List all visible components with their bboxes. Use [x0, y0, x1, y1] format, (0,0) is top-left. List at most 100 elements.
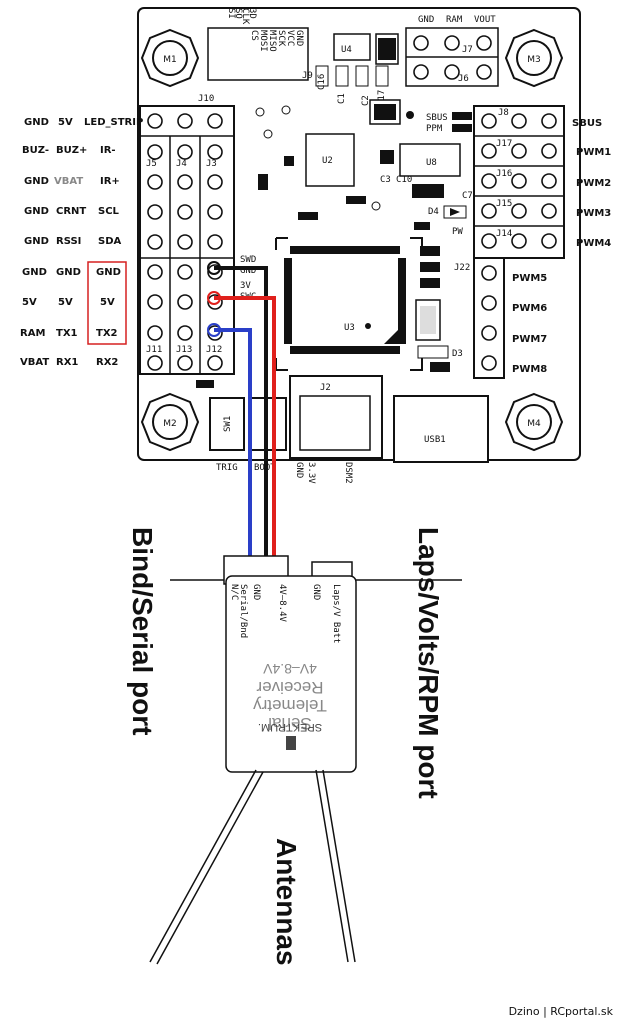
- j9-pin: SI: [226, 8, 236, 19]
- header-pin: [511, 203, 527, 219]
- header-pin: [177, 204, 193, 220]
- header-pin: [511, 143, 527, 159]
- j3-label: J3: [206, 159, 217, 169]
- header-pin: [413, 64, 429, 80]
- pin-label: PWM7: [512, 334, 547, 345]
- mount-label: M4: [527, 419, 541, 429]
- j10-label: J10: [198, 94, 214, 104]
- header-pin: [481, 265, 497, 281]
- pin-label: PWM8: [512, 364, 547, 375]
- pin-label: RX1: [56, 357, 78, 368]
- j9-connector: J9 GND VCC SCK MISO MOSI CS CLK SO SI 3D: [207, 8, 313, 81]
- pin-label: VBAT: [20, 357, 49, 368]
- usb1-label: USB1: [424, 435, 446, 445]
- pin-label: IR-: [100, 145, 116, 156]
- j8-label: J8: [498, 108, 509, 118]
- bottom-33v-label: 3.3V: [306, 462, 316, 484]
- u2-label: U2: [322, 156, 333, 166]
- u8-label: U8: [426, 158, 437, 168]
- bottom-gnd-label: GND: [294, 462, 304, 478]
- j12-label: J12: [206, 345, 222, 355]
- j9-pin: GND: [294, 30, 304, 46]
- j7-label: J7: [462, 45, 473, 55]
- left-pin-grid: [147, 113, 223, 371]
- header-pin: [481, 173, 497, 189]
- antennas-annotation: Antennas: [271, 838, 302, 966]
- pin-label: GND: [22, 267, 47, 278]
- header-pin: [481, 355, 497, 371]
- d4-label: D4: [428, 207, 439, 217]
- pin-label: GND: [24, 176, 49, 187]
- header-pin: [541, 143, 557, 159]
- header-pin: [511, 173, 527, 189]
- header-pin: [207, 355, 223, 371]
- capacitor-group: C16 C1 C2 C17: [315, 65, 414, 125]
- j17-label: J17: [496, 139, 512, 149]
- j2-label: J2: [320, 383, 331, 393]
- header-pin: [413, 35, 429, 51]
- header-pin: [177, 355, 193, 371]
- header-pin: [476, 35, 492, 51]
- header-pin: [147, 144, 163, 160]
- j13-label: J13: [176, 345, 192, 355]
- header-pin: [177, 325, 193, 341]
- pin-label: PWM2: [576, 178, 611, 189]
- header-pin: [541, 113, 557, 129]
- mount-hole-m4: M4: [504, 392, 564, 452]
- antennas: [149, 769, 356, 965]
- header-pin: [147, 355, 163, 371]
- u8-chip: U8 C3 C10 C7: [380, 143, 473, 201]
- header-pin: [481, 203, 497, 219]
- ppm-label: PPM: [426, 124, 443, 134]
- pin-label: GND: [96, 267, 121, 278]
- header-pin: [147, 325, 163, 341]
- header-pin: [207, 204, 223, 220]
- dsm2-label: DSM2: [343, 462, 353, 484]
- mount-label: M2: [163, 419, 177, 429]
- pin-label: PWM4: [576, 238, 611, 249]
- header-pin: [177, 144, 193, 160]
- rx-pin-label: 4V–8.4V: [277, 584, 287, 623]
- c2-label: C2: [361, 95, 371, 106]
- header-pin: [511, 113, 527, 129]
- j5-label: J5: [146, 159, 157, 169]
- right-pin-grid: [481, 113, 557, 371]
- header-pin: [207, 144, 223, 160]
- c3-label: C3: [380, 175, 391, 185]
- j9-pin: CS: [249, 30, 259, 41]
- red-wire: [214, 296, 276, 560]
- u3-mcu: U3: [275, 237, 423, 371]
- j9-label: J9: [302, 71, 313, 81]
- header-pin: [177, 113, 193, 129]
- header-pin: [481, 113, 497, 129]
- pin-label: PWM3: [576, 208, 611, 219]
- header-pin: [541, 173, 557, 189]
- u2-chip: U2: [305, 133, 355, 187]
- header-pin: [147, 264, 163, 280]
- rx-pin-label: Serial/Bnd: [238, 584, 248, 638]
- laps-volts-annotation: Laps/Volts/RPM port: [413, 527, 444, 799]
- d3-area: D3: [415, 246, 463, 372]
- u3-label: U3: [344, 323, 355, 333]
- pin-label: 5V: [100, 297, 115, 308]
- trig-label: TRIG: [216, 463, 238, 473]
- header-pin: [481, 143, 497, 159]
- c16-label: C16: [317, 74, 327, 90]
- top-vout-label: VOUT: [474, 15, 496, 25]
- pin-label: RAM: [20, 328, 45, 339]
- pin-label: RX2: [96, 357, 118, 368]
- pin-label: GND: [24, 206, 49, 217]
- pin-label: RSSI: [56, 236, 81, 247]
- mount-hole-m2: M2: [140, 392, 200, 452]
- pin-label: GND: [24, 236, 49, 247]
- left-pin-labels: GND 5V LED_STRIP BUZ- BUZ+ IR- GND VBAT …: [20, 117, 143, 368]
- right-pin-labels: SBUS PWM1 PWM2 PWM3 PWM4 PWM5 PWM6 PWM7 …: [512, 118, 611, 375]
- mount-label: M3: [527, 55, 541, 65]
- pin-label: LED_STRIP: [84, 117, 143, 128]
- header-pin: [444, 35, 460, 51]
- header-pin: [476, 64, 492, 80]
- sbus-label: SBUS: [426, 113, 448, 123]
- sbus-ppm-jumper: SBUS PPM: [426, 112, 472, 134]
- pin-label: 5V: [58, 117, 73, 128]
